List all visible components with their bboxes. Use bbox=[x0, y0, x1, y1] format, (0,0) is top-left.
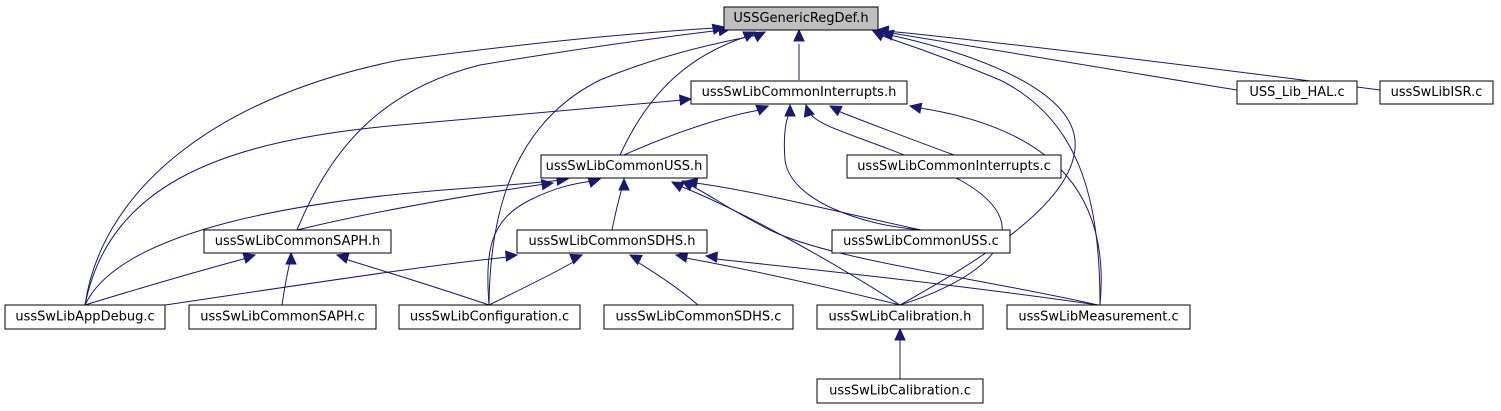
arrowhead-icon bbox=[755, 104, 770, 116]
node-common-saph-c[interactable]: ussSwLibCommonSAPH.c bbox=[188, 304, 377, 330]
dependency-edge bbox=[783, 113, 922, 231]
arrowhead-icon bbox=[540, 178, 555, 191]
node-label: ussSwLibCommonSAPH.h bbox=[215, 234, 380, 249]
arrowhead-icon bbox=[285, 251, 297, 265]
node-common-sdhs-c[interactable]: ussSwLibCommonSDHS.c bbox=[603, 304, 794, 330]
dependency-edge bbox=[611, 187, 623, 231]
dependency-edge bbox=[296, 183, 546, 231]
node-label: ussSwLibMeasurement.c bbox=[1018, 310, 1178, 325]
arrowhead-icon bbox=[618, 177, 630, 191]
node-common-interrupts-h[interactable]: ussSwLibCommonInterrupts.h bbox=[690, 80, 908, 105]
dependency-edge bbox=[837, 110, 955, 156]
arrowhead-icon bbox=[569, 253, 584, 265]
node-label: ussSwLibCommonInterrupts.c bbox=[857, 159, 1051, 174]
arrowhead-icon bbox=[628, 254, 643, 266]
dependency-edge bbox=[679, 185, 901, 306]
node-common-interrupts-c[interactable]: ussSwLibCommonInterrupts.c bbox=[846, 154, 1062, 179]
dependency-edge bbox=[488, 260, 576, 306]
dependency-edge bbox=[487, 180, 593, 306]
node-calibration-h[interactable]: ussSwLibCalibration.h bbox=[816, 304, 984, 330]
node-label: ussSwLibCommonSDHS.c bbox=[616, 310, 782, 325]
dependency-edge bbox=[685, 257, 901, 306]
node-common-sdhs-h[interactable]: ussSwLibCommonSDHS.h bbox=[516, 229, 708, 254]
dependency-edge bbox=[886, 30, 1381, 91]
dependency-edge bbox=[296, 29, 723, 231]
node-label: ussSwLibCommonUSS.h bbox=[546, 159, 703, 174]
arrowhead-icon bbox=[784, 103, 796, 117]
dependency-edge bbox=[889, 34, 1076, 306]
node-label: USSGenericRegDef.h bbox=[733, 11, 868, 26]
arrowhead-icon bbox=[793, 28, 805, 42]
dependency-edge bbox=[84, 257, 248, 306]
arrowhead-icon bbox=[504, 250, 519, 262]
dependency-edge bbox=[919, 107, 1102, 306]
dependency-edge bbox=[84, 99, 684, 306]
dependency-edge bbox=[281, 261, 291, 306]
dependency-edge bbox=[488, 34, 759, 306]
dependency-edge bbox=[689, 184, 1099, 306]
node-uss-generic-reg-def-h[interactable]: USSGenericRegDef.h bbox=[723, 6, 879, 31]
node-common-saph-h[interactable]: ussSwLibCommonSAPH.h bbox=[203, 229, 392, 254]
node-measurement-c[interactable]: ussSwLibMeasurement.c bbox=[1006, 304, 1191, 330]
node-label: ussSwLibAppDebug.c bbox=[15, 310, 154, 325]
node-label: ussSwLibCalibration.c bbox=[829, 384, 971, 399]
node-label: ussSwLibCommonSDHS.h bbox=[529, 234, 696, 249]
node-common-uss-c[interactable]: ussSwLibCommonUSS.c bbox=[831, 229, 1011, 254]
arrowhead-icon bbox=[335, 252, 350, 264]
arrowhead-icon bbox=[678, 94, 693, 106]
arrowhead-icon bbox=[871, 30, 886, 42]
node-label: ussSwLibCommonUSS.c bbox=[843, 234, 999, 249]
dependency-edge bbox=[881, 35, 1101, 306]
dependency-edge bbox=[635, 260, 699, 306]
node-uss-lib-hal-c[interactable]: USS_Lib_HAL.c bbox=[1236, 80, 1358, 105]
arrowhead-icon bbox=[880, 29, 895, 41]
arrowhead-icon bbox=[752, 31, 767, 43]
dependency-edge bbox=[694, 182, 922, 231]
arrowhead-icon bbox=[894, 327, 906, 341]
arrowhead-icon bbox=[587, 176, 602, 188]
node-label: ussSwLibConfiguration.c bbox=[410, 310, 569, 325]
dependency-edge bbox=[84, 27, 716, 306]
nodes: USSGenericRegDef.h ussSwLibCommonInterru… bbox=[4, 6, 1494, 404]
arrowhead-icon bbox=[680, 180, 695, 192]
dependency-edge bbox=[164, 256, 509, 306]
arrowhead-icon bbox=[828, 105, 843, 117]
node-label: ussSwLibISR.c bbox=[1391, 85, 1483, 100]
arrowhead-icon bbox=[803, 103, 815, 118]
dependency-edge bbox=[623, 109, 761, 156]
dependency-edge bbox=[809, 112, 1003, 306]
edges bbox=[84, 23, 1381, 379]
node-configuration-c[interactable]: ussSwLibConfiguration.c bbox=[398, 304, 581, 330]
node-label: ussSwLibCommonInterrupts.h bbox=[702, 85, 897, 100]
dependency-edge bbox=[884, 31, 1238, 91]
node-label: USS_Lib_HAL.c bbox=[1249, 85, 1344, 100]
dependency-edge bbox=[344, 258, 490, 306]
node-common-uss-h[interactable]: ussSwLibCommonUSS.h bbox=[540, 154, 708, 179]
node-label: ussSwLibCalibration.h bbox=[829, 310, 972, 325]
dependency-edge bbox=[715, 258, 1099, 306]
node-isr-c[interactable]: ussSwLibISR.c bbox=[1379, 80, 1494, 105]
arrowhead-icon bbox=[670, 181, 685, 193]
node-app-debug-c[interactable]: ussSwLibAppDebug.c bbox=[4, 304, 166, 330]
arrowhead-icon bbox=[908, 102, 923, 114]
arrowhead-icon bbox=[242, 252, 257, 264]
arrowhead-icon bbox=[674, 251, 689, 263]
node-label: ussSwLibCommonSAPH.c bbox=[200, 310, 364, 325]
dependency-edge bbox=[84, 179, 561, 306]
dependency-edge bbox=[619, 35, 749, 156]
arrowhead-icon bbox=[704, 251, 719, 263]
node-calibration-c[interactable]: ussSwLibCalibration.c bbox=[816, 378, 984, 404]
